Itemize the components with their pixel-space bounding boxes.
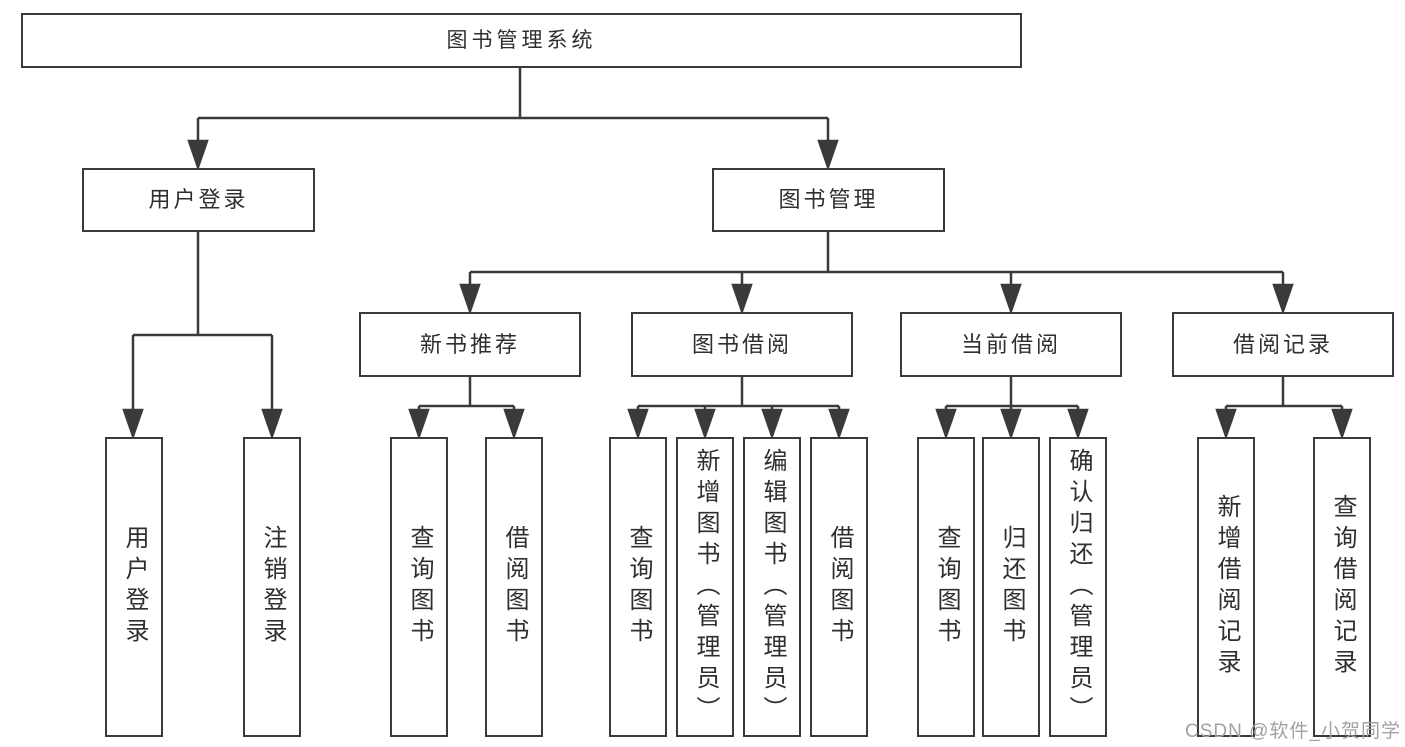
arrowhead [1067, 408, 1089, 440]
connector-root-to-level2 [187, 68, 839, 171]
arrowhead [1215, 408, 1237, 440]
leaf-logout: 注销登录 [243, 437, 301, 737]
leaf-borrow-books-1: 借阅图书 [485, 437, 543, 737]
arrowhead [761, 408, 783, 440]
arrowhead [1000, 283, 1022, 315]
leaf-edit-book-admin: 编辑图书（管理员） [743, 437, 801, 737]
connector-borrow-records-to-leaves [1215, 377, 1353, 440]
arrowhead [731, 283, 753, 315]
connector-book-management-to-level3 [459, 232, 1294, 315]
leaf-query-books-1: 查询图书 [390, 437, 448, 737]
leaf-query-borrow-record: 查询借阅记录 [1313, 437, 1371, 737]
arrowhead [408, 408, 430, 440]
leaf-confirm-return-admin: 确认归还（管理员） [1049, 437, 1107, 737]
node-user-login: 用户登录 [82, 168, 315, 232]
arrowhead [817, 139, 839, 171]
leaf-user-login: 用户登录 [105, 437, 163, 737]
node-book-management: 图书管理 [712, 168, 945, 232]
arrowhead [694, 408, 716, 440]
arrowhead [122, 408, 144, 440]
arrowhead [187, 139, 209, 171]
arrowhead [828, 408, 850, 440]
node-current-borrow: 当前借阅 [900, 312, 1122, 377]
arrowhead [627, 408, 649, 440]
arrowhead [1272, 283, 1294, 315]
leaf-borrow-books-2: 借阅图书 [810, 437, 868, 737]
node-borrow-records: 借阅记录 [1172, 312, 1394, 377]
watermark-text: CSDN @软件_小贺同学 [1185, 721, 1401, 742]
node-new-book-recommend: 新书推荐 [359, 312, 581, 377]
leaf-add-book-admin: 新增图书（管理员） [676, 437, 734, 737]
arrowhead [1331, 408, 1353, 440]
connector-current-borrow-to-leaves [935, 377, 1089, 440]
connector-book-borrow-to-leaves [627, 377, 850, 440]
node-root: 图书管理系统 [21, 13, 1022, 68]
node-book-borrow: 图书借阅 [631, 312, 853, 377]
leaf-add-borrow-record: 新增借阅记录 [1197, 437, 1255, 737]
leaf-query-books-2: 查询图书 [609, 437, 667, 737]
leaf-return-books: 归还图书 [982, 437, 1040, 737]
leaf-query-books-3: 查询图书 [917, 437, 975, 737]
arrowhead [459, 283, 481, 315]
connector-user-login-to-leaves [122, 232, 283, 440]
connector-new-book-recommend-to-leaves [408, 377, 525, 440]
arrowhead [1000, 408, 1022, 440]
arrowhead [935, 408, 957, 440]
arrowhead [261, 408, 283, 440]
arrowhead [503, 408, 525, 440]
